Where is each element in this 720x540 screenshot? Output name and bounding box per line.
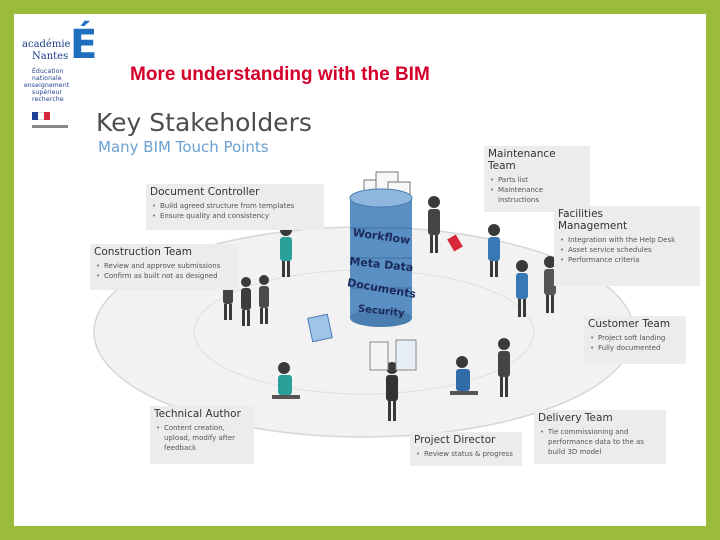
person-figure: [428, 196, 440, 253]
person-figure: [450, 356, 478, 395]
stakeholder-box-technical-author: Technical Author Content creation, uploa…: [150, 406, 254, 464]
database-drum-icon: [349, 188, 413, 327]
person-figure: [516, 260, 528, 317]
stakeholder-item: Ensure quality and consistency: [152, 211, 320, 221]
stakeholder-box-customer: Customer Team Project soft landing Fully…: [584, 316, 686, 364]
logo-e-mark: É: [70, 22, 98, 68]
logo-brand-line2: Nantes: [32, 51, 69, 62]
stakeholder-title: Document Controller: [150, 186, 260, 198]
stakeholder-item: Tie commissioning and performance data t…: [540, 427, 662, 457]
drum-label-security: Security: [357, 304, 405, 320]
academie-nantes-logo: académie Nantes É Éducation nationale en…: [18, 18, 106, 150]
slide-title: More understanding with the BIM: [130, 64, 430, 85]
stakeholder-title: Maintenance: [488, 148, 556, 160]
person-figure: [488, 224, 500, 277]
stakeholder-box-project-director: Project Director Review status & progres…: [410, 432, 522, 466]
slide: académie Nantes É Éducation nationale en…: [14, 14, 706, 526]
person-figure: [386, 362, 398, 421]
french-flag-icon: [32, 112, 50, 122]
stakeholder-title: Technical Author: [154, 408, 241, 420]
stakeholder-item: Maintenance instructions: [490, 185, 586, 205]
logo-ministry-line: enseignement: [24, 82, 70, 89]
stakeholder-title: Project Director: [414, 434, 496, 446]
stakeholder-box-construction: Construction Team Review and approve sub…: [90, 244, 238, 290]
stakeholder-item: Fully documented: [590, 343, 682, 353]
people-figures: [223, 196, 556, 421]
screen-panel: [307, 313, 333, 343]
stakeholder-box-facilities: Facilities Management Integration with t…: [554, 206, 700, 286]
stakeholder-item: Build agreed structure from templates: [152, 201, 320, 211]
logo-ministry-line: recherche: [32, 96, 64, 103]
person-figure: [544, 256, 556, 313]
stakeholder-item: Confirm as built not as designed: [96, 271, 234, 281]
screen-panel: [369, 341, 389, 371]
stakeholder-item: Content creation, upload, modify after f…: [156, 423, 250, 453]
stakeholder-item: Integration with the Help Desk: [560, 235, 696, 245]
person-figure: [241, 277, 251, 326]
stakeholder-item: Performance criteria: [560, 255, 696, 265]
stakeholder-title: Delivery Team: [538, 412, 613, 424]
stakeholder-title: Management: [558, 220, 628, 232]
logo-ministry-line: supérieur: [32, 89, 63, 96]
screen-panel: [395, 339, 417, 371]
stakeholder-title: Construction Team: [94, 246, 192, 258]
stakeholder-item: Parts list: [490, 175, 586, 185]
person-figure: [259, 275, 269, 324]
stakeholder-title: Facilities: [558, 208, 603, 220]
red-tool-icon: [447, 234, 463, 252]
stakeholder-item: Project soft landing: [590, 333, 682, 343]
diagram-heading: Key Stakeholders: [96, 108, 312, 137]
stakeholder-item: Review status & progress: [416, 449, 518, 459]
logo-caption-line: [32, 125, 68, 128]
stakeholder-title: Customer Team: [588, 318, 671, 330]
stakeholder-item: Asset service schedules: [560, 245, 696, 255]
person-figure: [498, 338, 510, 397]
screen-panels: [307, 234, 463, 371]
stakeholder-box-maintenance: Maintenance Team Parts list Maintenance …: [484, 146, 590, 212]
diagram-subheading: Many BIM Touch Points: [98, 138, 269, 156]
person-figure: [272, 362, 300, 399]
stakeholder-title: Team: [488, 160, 516, 172]
stakeholder-item: Review and approve submissions: [96, 261, 234, 271]
stakeholder-box-document-controller: Document Controller Build agreed structu…: [146, 184, 324, 230]
stakeholder-box-delivery: Delivery Team Tie commissioning and perf…: [534, 410, 666, 464]
logo-ministry-line: Éducation: [32, 68, 64, 75]
logo-brand-line1: académie: [22, 39, 71, 50]
logo-ministry-line: nationale: [32, 75, 62, 82]
